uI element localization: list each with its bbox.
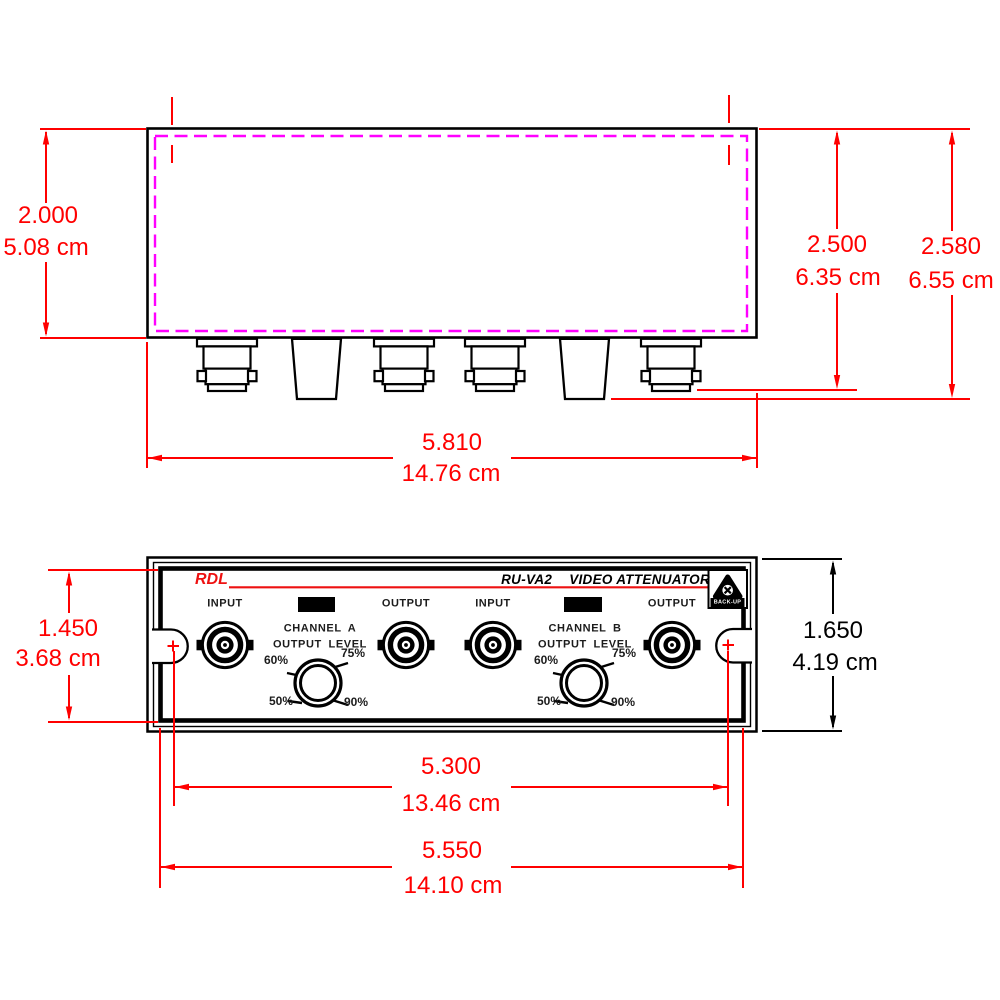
knob-a-60: 60% <box>263 653 289 667</box>
dim-overall-height-cm: 4.19 cm <box>792 649 878 676</box>
designation-window-a <box>298 597 335 612</box>
front-view <box>146 556 758 733</box>
output-label-a: OUTPUT <box>381 597 431 610</box>
dim-slot-span-in: 5.300 <box>420 753 482 780</box>
hidden-panel-outline <box>153 134 749 333</box>
knob-a-90: 90% <box>343 695 369 709</box>
knob-a-50: 50% <box>268 694 294 708</box>
dim-slot-span-cm: 13.46 cm <box>401 790 501 817</box>
bnc-connector-top-1 <box>195 337 259 393</box>
knob-b-75: 75% <box>611 646 637 660</box>
dim-inner-height-in: 1.450 <box>37 615 99 642</box>
dim-panel-width-cm: 14.10 cm <box>403 872 503 899</box>
dim-top-width-cm: 14.76 cm <box>401 460 501 487</box>
pot-shaft-top-1 <box>290 337 343 401</box>
red-dimension-lines <box>40 95 970 888</box>
knob-a-75: 75% <box>340 646 366 660</box>
dim-depth-knob-in: 2.580 <box>920 233 982 260</box>
output-label-b: OUTPUT <box>647 597 697 610</box>
dim-depth-knob-cm: 6.55 cm <box>908 267 994 294</box>
chassis-outline <box>146 127 758 339</box>
dim-depth-bnc-cm: 6.35 cm <box>795 264 881 291</box>
dim-inner-height-cm: 3.68 cm <box>15 645 101 672</box>
dim-top-width-in: 5.810 <box>421 429 483 456</box>
input-label-b: INPUT <box>475 597 511 610</box>
level-knob-b[interactable] <box>552 658 615 708</box>
mounting-slot-right <box>715 627 752 664</box>
dim-overall-height-in: 1.650 <box>802 617 864 644</box>
bnc-connector-top-3 <box>463 337 527 393</box>
channel-a-name: CHANNEL A <box>283 622 357 635</box>
dim-panel-width-in: 5.550 <box>421 837 483 864</box>
model-number: RU-VA2 <box>501 572 553 587</box>
level-knob-a[interactable] <box>286 658 349 708</box>
back-up-logo-icon <box>707 569 748 609</box>
bnc-connector-top-4 <box>639 337 703 393</box>
knob-b-90: 90% <box>610 695 636 709</box>
dim-top-height-in: 2.000 <box>17 202 79 229</box>
pot-shaft-top-2 <box>558 337 611 401</box>
channel-b-level: OUTPUT LEVEL <box>538 638 632 651</box>
dim-top-height-cm: 5.08 cm <box>3 234 89 261</box>
bnc-jack-output-b <box>643 620 701 670</box>
bnc-jack-input-a <box>196 620 254 670</box>
black-dimension-lines <box>762 558 842 732</box>
channel-a-level: OUTPUT LEVEL <box>273 638 367 651</box>
bnc-jack-input-b <box>464 620 522 670</box>
knob-b-50: 50% <box>536 694 562 708</box>
knob-b-60: 60% <box>533 653 559 667</box>
input-label-a: INPUT <box>207 597 243 610</box>
dim-depth-bnc-in: 2.500 <box>806 231 868 258</box>
panel-title: RU-VA2 VIDEO ATTENUATOR <box>501 573 710 587</box>
channel-b-name: CHANNEL B <box>548 622 622 635</box>
bnc-connector-top-2 <box>372 337 436 393</box>
designation-window-b <box>564 597 602 612</box>
top-view <box>146 127 758 401</box>
product-name: VIDEO ATTENUATOR <box>569 572 710 587</box>
bnc-jack-output-a <box>377 620 435 670</box>
back-up-badge-label: BACK-UP <box>713 599 742 606</box>
brand-logo-text: RDL <box>195 571 228 588</box>
